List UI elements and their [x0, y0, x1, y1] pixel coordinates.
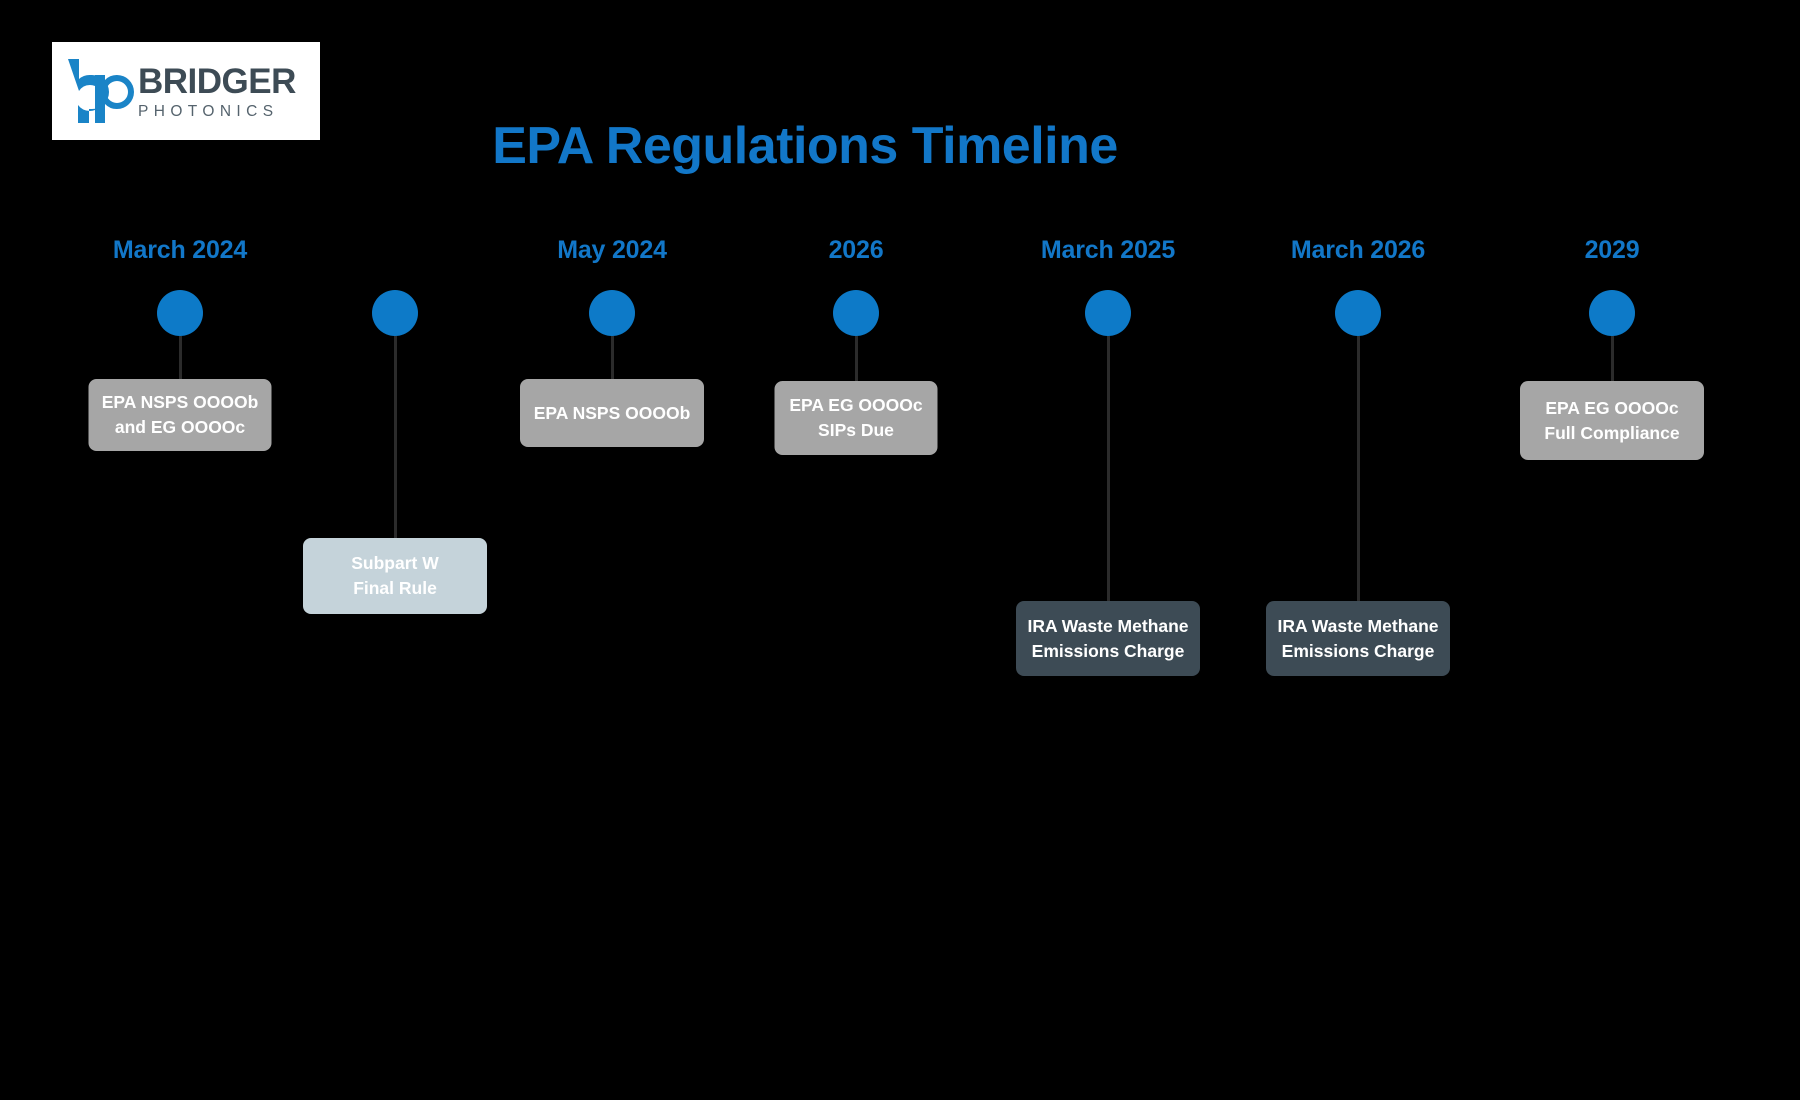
timeline-event-label-line: Final Rule	[353, 578, 437, 598]
timeline-event-label: EPA NSPS OOOOb and EG OOOOc	[102, 390, 259, 440]
timeline-date-label: May 2024	[557, 236, 667, 264]
page-title: EPA Regulations Timeline	[0, 116, 1800, 176]
timeline-connector-line	[1107, 336, 1110, 601]
timeline-event-label-line: EPA EG OOOOc	[789, 395, 923, 416]
timeline-dot[interactable]	[1085, 290, 1131, 336]
timeline-connector-line	[394, 336, 397, 538]
timeline-dot[interactable]	[157, 290, 203, 336]
timeline-event-label-line: and EG OOOOc	[114, 417, 246, 437]
timeline-event-label-line: EPA NSPS OOOOb	[533, 402, 691, 423]
timeline-event-box[interactable]: EPA NSPS OOOOb	[520, 379, 704, 447]
timeline-date-label: 2026	[828, 236, 884, 264]
timeline-dot[interactable]	[833, 290, 879, 336]
timeline-event-label-line: EPA NSPS OOOOb	[101, 392, 259, 413]
logo-brand-text: BRIDGER	[138, 62, 296, 102]
timeline-event-label-line: IRA Waste Methane	[1277, 615, 1439, 636]
timeline-dot[interactable]	[589, 290, 635, 336]
timeline-event-label-line: IRA Waste Methane	[1027, 615, 1189, 636]
timeline-event-label-line: Emissions Charge	[1281, 640, 1435, 661]
bp-monogram-icon	[62, 53, 134, 129]
logo-wordmark: BRIDGER PHOTONICS	[138, 62, 296, 120]
timeline-event-label: Subpart W Final Rule	[351, 551, 439, 601]
logo-subtitle-text: PHOTONICS	[138, 103, 279, 121]
page-title-text: EPA Regulations Timeline	[492, 117, 1118, 175]
timeline-event-label: EPA NSPS OOOOb	[534, 401, 691, 426]
timeline-dot[interactable]	[1589, 290, 1635, 336]
timeline-date-label: March 2024	[112, 236, 248, 264]
timeline-connector-line	[1611, 336, 1614, 381]
timeline-date-label: 2029	[1584, 236, 1640, 264]
timeline-date-label: March 2025	[1040, 236, 1176, 264]
bridger-photonics-logo: BRIDGER PHOTONICS	[52, 42, 320, 140]
timeline-date-label: March 2026	[1290, 236, 1426, 264]
timeline-event-box[interactable]: Subpart W Final Rule	[303, 538, 487, 614]
timeline-event-label-line: Emissions Charge	[1031, 640, 1185, 661]
timeline-connector-line	[855, 336, 858, 381]
timeline-event-label-line: SIPs Due	[818, 420, 894, 440]
timeline-connector-line	[611, 336, 614, 379]
timeline-event-label-line: Full Compliance	[1544, 422, 1680, 443]
timeline-dot[interactable]	[372, 290, 418, 336]
timeline-event-label-line: Subpart W	[351, 553, 439, 574]
timeline-dot[interactable]	[1335, 290, 1381, 336]
timeline-event-label-line: EPA EG OOOOc	[1545, 397, 1679, 418]
timeline-event-box[interactable]: EPA NSPS OOOOb and EG OOOOc	[88, 379, 272, 451]
timeline-connector-line	[179, 336, 182, 379]
timeline-connector-line	[1357, 336, 1360, 601]
